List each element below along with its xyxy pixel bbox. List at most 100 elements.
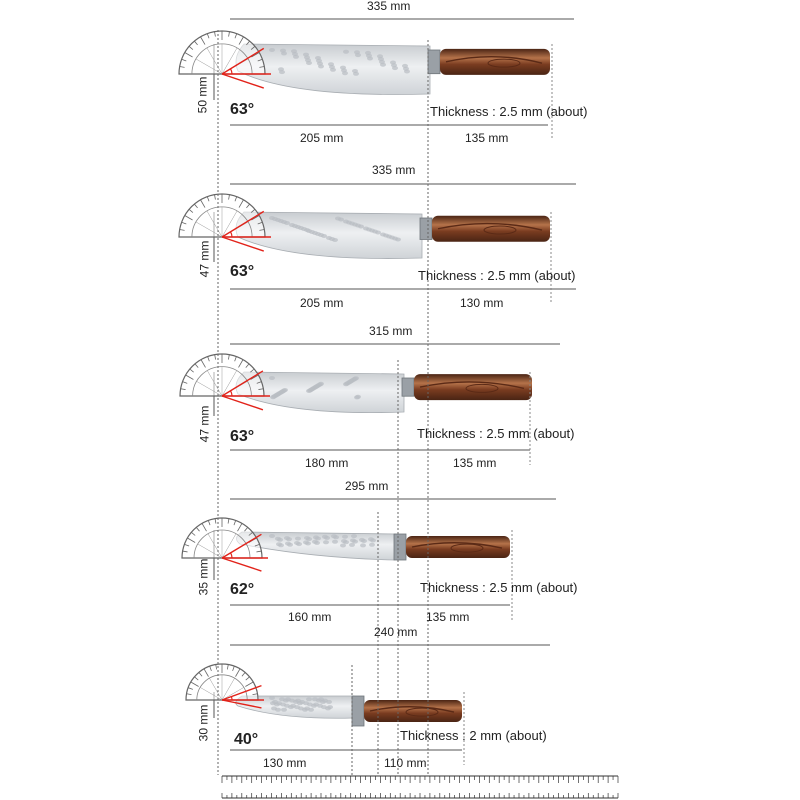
knife-2-hammer-mark	[375, 230, 381, 235]
knife-1-hammer-mark	[280, 48, 286, 53]
knife-2-angle: 63°	[230, 263, 255, 280]
protractor-tick	[181, 221, 187, 225]
protractor-spoke	[207, 533, 223, 559]
knife-4-hammer-mark	[322, 534, 328, 539]
protractor-tick	[207, 356, 210, 362]
knife-2-wood-knot	[483, 225, 517, 235]
knife-4-hammer-mark	[276, 542, 282, 547]
knife-2-thickness: Thickness : 2.5 mm (about)	[418, 268, 576, 283]
protractor-tick	[241, 672, 246, 677]
knife-3-handle-length: 135 mm	[453, 456, 497, 470]
knife-4-height: 35 mm	[196, 558, 211, 596]
knife-5-hammer-mark	[285, 697, 291, 702]
knife-2	[178, 183, 576, 304]
protractor-tick	[203, 668, 209, 677]
knife-2-total-length: 335 mm	[372, 163, 416, 177]
protractor-tick	[257, 221, 263, 225]
knife-1-hammer-mark	[278, 67, 284, 72]
knife-1-total-length: 335 mm	[367, 0, 411, 13]
knife-4-hammer-mark	[284, 536, 290, 541]
knife-4-hammer-mark	[340, 543, 346, 548]
protractor-spoke	[206, 47, 223, 75]
knife-2-height: 47 mm	[197, 240, 212, 278]
knife-1-hammer-mark	[269, 48, 275, 52]
knife-3-height: 47 mm	[197, 405, 212, 443]
knife-3-total-length: 315 mm	[369, 324, 413, 338]
knife-5-thickness: Thickness : 2 mm (about)	[400, 728, 547, 743]
protractor-tick	[237, 523, 243, 532]
knife-1-hammer-mark	[377, 54, 383, 59]
knife-4-hammer-mark	[313, 535, 319, 540]
protractor-spoke	[221, 370, 237, 397]
protractor-tick	[190, 681, 199, 687]
protractor-tick	[214, 31, 216, 37]
knife-1-bolster	[427, 49, 441, 75]
knife-3-wood-knot	[465, 383, 499, 393]
knife-4-hammer-mark	[351, 534, 357, 539]
knife-5-hammer-mark	[306, 697, 312, 702]
knife-5-hammer-mark	[269, 696, 275, 700]
knife-4-hammer-mark	[332, 539, 338, 544]
protractor-tick	[179, 229, 185, 231]
angle-lower-line	[221, 395, 264, 411]
knife-4	[181, 498, 556, 620]
protractor-tick	[250, 374, 259, 380]
angle-lower-line	[221, 73, 265, 89]
protractor-tick	[251, 215, 260, 221]
protractor-tick	[188, 209, 194, 213]
knife-1-hammer-mark	[365, 50, 371, 55]
protractor-tick	[233, 520, 237, 526]
knife-5-hammer-mark	[290, 703, 296, 708]
protractor-tick	[194, 363, 199, 368]
knife-4-wood-knot	[450, 543, 484, 553]
protractor-tick	[181, 58, 187, 62]
protractor-tick	[246, 40, 250, 46]
knife-2-handle	[432, 215, 550, 242]
knife-4-hammer-mark	[304, 536, 310, 540]
protractor-tick	[200, 199, 206, 208]
knife-5-bolster	[351, 695, 365, 727]
knife-3	[179, 343, 560, 465]
knife-4-handle	[406, 536, 510, 558]
knife-5-hammer-mark	[313, 702, 319, 707]
knife-5-hammer-mark	[327, 705, 333, 710]
protractor-tick	[238, 36, 244, 45]
protractor-tick	[251, 52, 260, 58]
angle-upper-line	[221, 533, 262, 559]
protractor-tick	[189, 368, 194, 373]
protractor-tick	[245, 363, 250, 368]
protractor-tick	[250, 209, 256, 213]
protractor-spoke	[207, 370, 223, 397]
protractor-tick	[188, 46, 194, 50]
protractor-tick	[184, 543, 190, 547]
knife-1	[178, 18, 574, 140]
knife-5-hammer-mark	[312, 697, 318, 702]
protractor-tick	[245, 681, 254, 687]
protractor-tick	[186, 693, 192, 696]
knife-3-hammer-mark	[318, 381, 324, 386]
knife-5-hammer-mark	[271, 706, 277, 711]
angle-arc	[230, 552, 233, 559]
angle-arc	[229, 68, 233, 75]
knife-1-hammer-mark	[328, 62, 334, 67]
knife-4-hammer-mark	[294, 541, 300, 545]
knife-4-hammer-mark	[312, 539, 318, 544]
knife-4-hammer-mark	[368, 537, 374, 542]
protractor-tick	[244, 527, 249, 532]
protractor-tick	[180, 388, 186, 390]
protractor-tick	[234, 356, 237, 362]
knife-2-hammer-mark	[358, 224, 364, 229]
protractor-tick	[194, 676, 199, 681]
protractor-tick	[250, 368, 255, 373]
knife-1-hammer-mark	[390, 60, 396, 65]
protractor-tick	[226, 664, 229, 670]
knife-5	[185, 644, 550, 765]
knife-3-thickness: Thickness : 2.5 mm (about)	[417, 426, 575, 441]
knife-4-thickness: Thickness : 2.5 mm (about)	[420, 580, 578, 595]
knife-4-hammer-mark	[341, 539, 347, 544]
knife-2-protractor	[178, 193, 271, 252]
protractor-tick	[259, 66, 265, 68]
protractor-tick	[246, 203, 250, 209]
knife-4-angle: 62°	[230, 581, 255, 598]
